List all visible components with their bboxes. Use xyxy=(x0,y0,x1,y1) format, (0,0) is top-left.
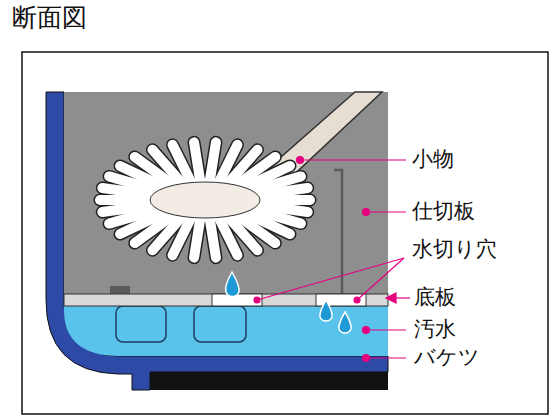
dirty-water xyxy=(64,306,388,356)
water-drop xyxy=(226,272,240,296)
water-drop xyxy=(339,312,351,333)
part-label: 小物 xyxy=(412,148,454,171)
plate-foot xyxy=(194,306,246,342)
bottom-plate xyxy=(64,294,388,306)
part-label: 汚水 xyxy=(414,318,456,341)
part-label: 水切り穴 xyxy=(412,238,497,261)
brush-bristles xyxy=(100,142,310,257)
plate-foot xyxy=(116,306,166,342)
bucket-wall xyxy=(46,92,388,390)
bucket-interior xyxy=(64,92,388,296)
part-label: 底板 xyxy=(414,286,456,309)
bucket-guide xyxy=(48,92,388,390)
part-label: 仕切板 xyxy=(412,200,475,223)
part-label: バケツ xyxy=(414,346,480,369)
water-drop xyxy=(320,300,332,321)
leader-lines xyxy=(254,157,410,362)
frame xyxy=(22,52,548,414)
diagram-title: 断面図 xyxy=(12,4,87,32)
